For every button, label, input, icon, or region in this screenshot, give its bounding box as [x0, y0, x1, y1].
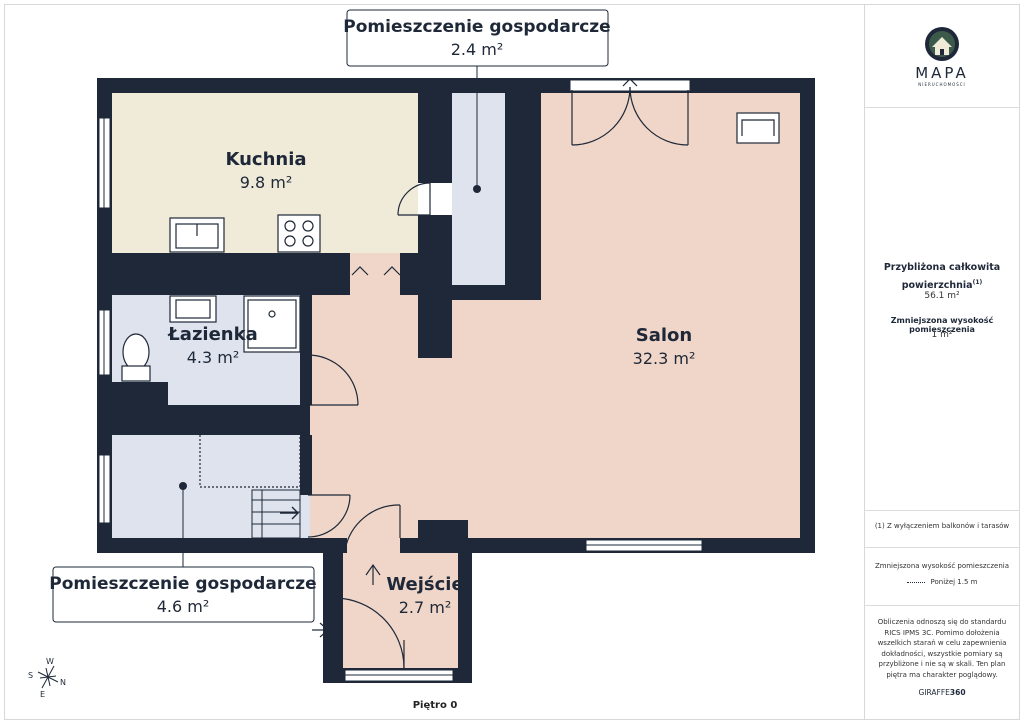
shower-icon	[243, 295, 301, 353]
callout-bottom	[52, 482, 315, 623]
total-area-title-text: Przybliżona całkowita powierzchnia	[883, 262, 1001, 292]
reduced-height-title: Zmniejszona wysokość pomieszczenia	[890, 316, 994, 334]
entrance-area	[323, 553, 458, 668]
callout-top-area: 2.4 m²	[451, 40, 504, 59]
info-panel	[864, 4, 1020, 720]
logo-name: MAPA	[915, 64, 969, 82]
panel-divider	[864, 605, 1020, 606]
reduced-legend-title: Zmniejszona wysokość pomieszczenia	[874, 562, 1010, 570]
disclaimer: Obliczenia odnoszą się do standardu RICS…	[877, 618, 1007, 679]
compass-e: E	[40, 690, 45, 699]
brand-a: GIRAFFE	[918, 688, 950, 697]
entrance-name: Wejście	[386, 574, 463, 595]
compass-icon	[37, 665, 59, 689]
total-area-value: 56.1 m²	[924, 291, 960, 301]
kitchen-area	[112, 93, 418, 253]
logo-sub: NIERUCHOMOŚCI	[918, 82, 966, 87]
bathroom-name: Łazienka	[167, 324, 258, 345]
panel-divider	[864, 107, 1020, 108]
logo: MAPA NIERUCHOMOŚCI	[864, 26, 1020, 87]
toilet-icon	[121, 333, 151, 382]
entrance-area-label: 2.7 m²	[399, 598, 452, 617]
salon-area-label: 32.3 m²	[633, 349, 696, 368]
callout-top-name: Pomieszczenie gospodarcze	[343, 17, 610, 37]
callout-bottom-area: 4.6 m²	[157, 597, 210, 616]
dotted-line-icon	[906, 581, 925, 583]
house-logo-icon	[925, 27, 959, 61]
salon-area	[541, 93, 800, 538]
total-area-title: Przybliżona całkowita powierzchnia(1)	[866, 260, 1018, 293]
fireplace-icon	[736, 112, 780, 144]
kitchen-name: Kuchnia	[225, 149, 306, 170]
kitchen-area-label: 9.8 m²	[240, 173, 293, 192]
bathroom-sink-icon	[169, 295, 217, 323]
stove-icon	[277, 214, 321, 253]
brand: GIRAFFE360	[866, 688, 1018, 697]
compass-s: S	[28, 671, 33, 680]
callout-top	[346, 9, 609, 193]
compass-w: W	[46, 657, 54, 666]
doors	[307, 78, 689, 669]
brand-b: 360	[949, 688, 966, 697]
callout-bottom-name: Pomieszczenie gospodarcze	[49, 574, 316, 594]
page-frame	[4, 4, 1020, 720]
reduced-legend-text: Poniżej 1.5 m	[930, 578, 978, 586]
reduced-legend-row: Poniżej 1.5 m	[866, 578, 1018, 586]
reduced-height-outline	[199, 435, 301, 488]
entrance-link-area	[345, 538, 415, 554]
bathroom-area-label: 4.3 m²	[187, 348, 240, 367]
footnote: (1) Z wyłączeniem balkonów i tarasów	[874, 522, 1010, 530]
hall-right-area	[465, 285, 545, 538]
panel-divider	[864, 510, 1020, 511]
compass-n: N	[60, 678, 66, 687]
reduced-height-value: 1 m²	[931, 330, 953, 340]
floor-label: Piętro 0	[412, 700, 458, 711]
panel-divider	[864, 547, 1020, 548]
stairs-icon	[251, 489, 301, 539]
kitchen-sink-icon	[169, 217, 225, 253]
salon-name: Salon	[636, 325, 692, 346]
total-area-mark: (1)	[972, 279, 983, 286]
floor-plan: Kuchnia 9.8 m² Łazienka 4.3 m² Salon 32.…	[28, 9, 815, 699]
